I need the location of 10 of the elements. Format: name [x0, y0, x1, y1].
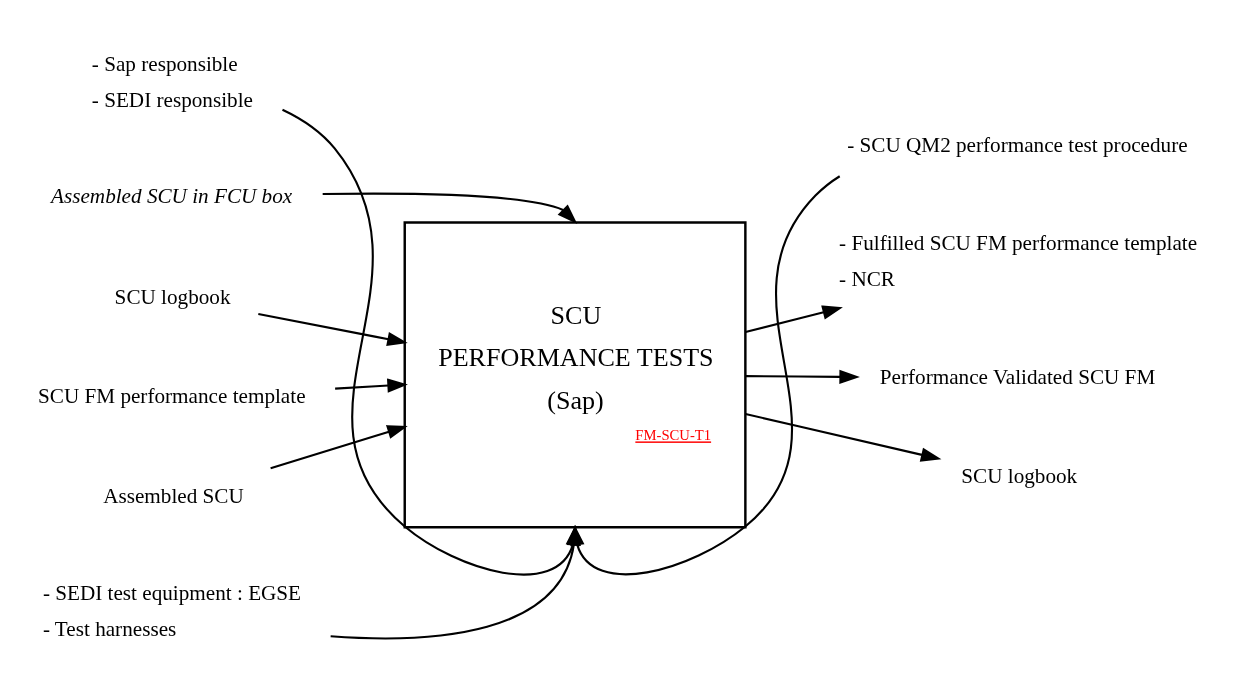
node-text: - Sap responsible - SEDI responsible [91, 51, 253, 112]
node-text: - Fulfilled SCU FM performance template - NCR [839, 230, 1198, 291]
node-text: Assembled SCU [103, 483, 244, 508]
node-text: Assembled SCU in FCU box [51, 183, 293, 208]
node-text: SCU logbook [114, 284, 231, 309]
node-text: SCU logbook [961, 463, 1078, 488]
node-text: - SCU QM2 performance test procedure [847, 132, 1188, 157]
node-text: SCU FM performance template [38, 383, 306, 408]
node-text: - SEDI test equipment : EGSE - Test harnesses [42, 580, 302, 641]
node-text: Performance Validated SCU FM [879, 364, 1156, 389]
